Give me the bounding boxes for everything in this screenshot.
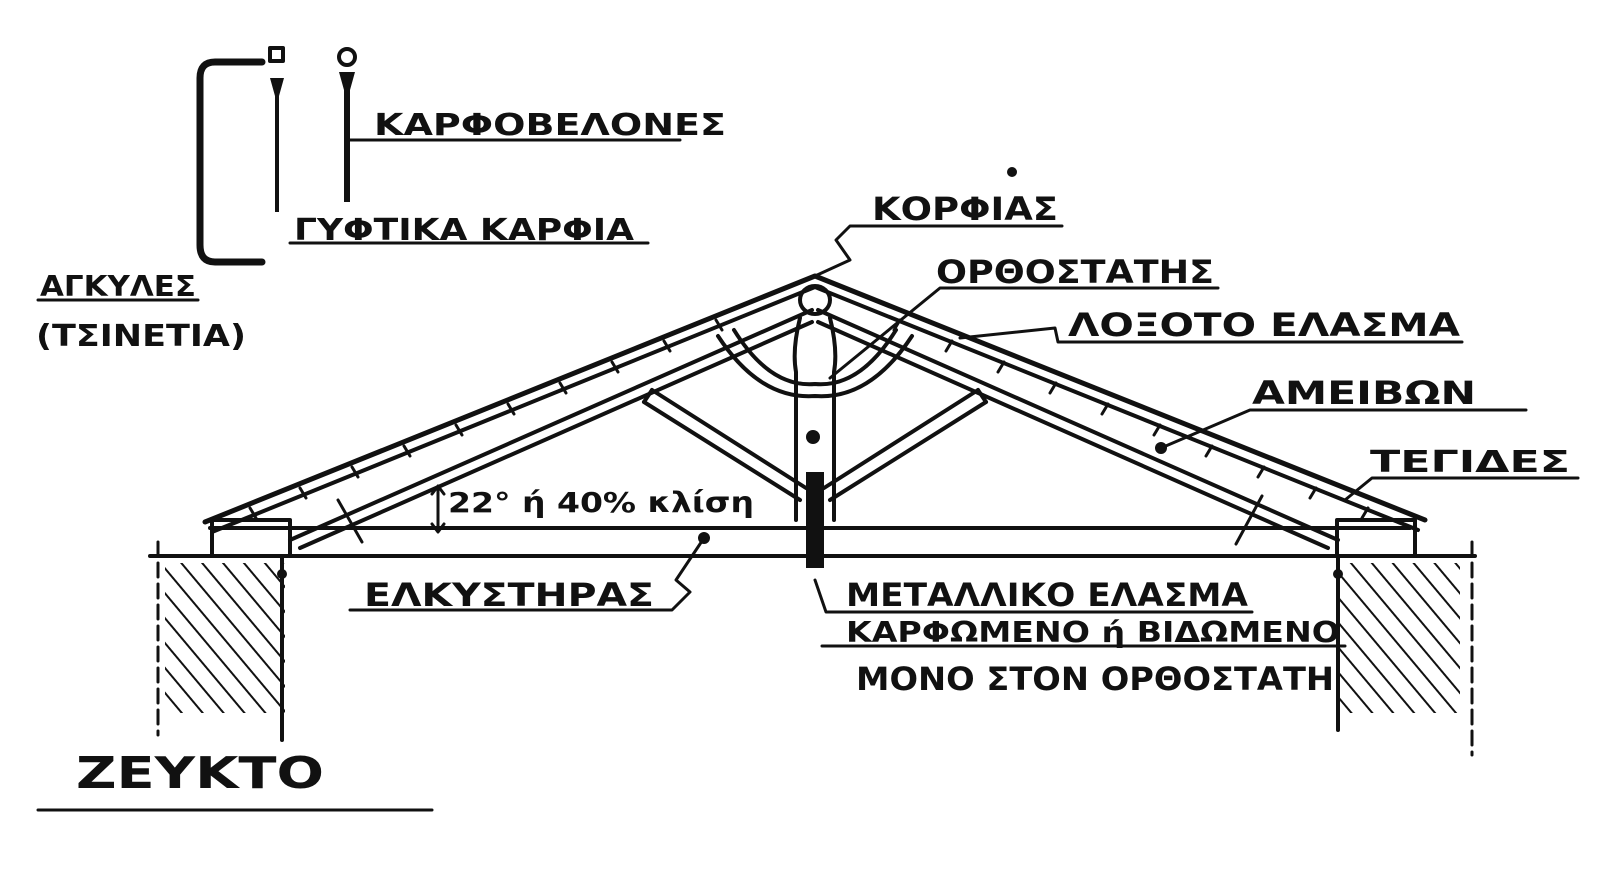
label-orthostatis: ΟΡΘΟΣΤΑΤΗΣ xyxy=(936,253,1214,291)
label-korfias: ΚΟΡΦΙΑΣ xyxy=(872,190,1058,228)
left-wall xyxy=(156,540,285,742)
nail-detail xyxy=(36,46,682,302)
square-nail-icon xyxy=(270,78,284,212)
label-zeukto: ΖΕΥΚΤΟ xyxy=(76,748,324,799)
leader-lines xyxy=(36,224,1580,812)
right-wall xyxy=(1336,540,1474,757)
round-nail-head-icon xyxy=(337,47,357,67)
label-slope: 22° ή 40% κλίση xyxy=(448,486,754,519)
curved-brace xyxy=(716,328,914,399)
label-elkystiras: ΕΛΚΥΣΤΗΡΑΣ xyxy=(364,576,654,614)
staple-icon xyxy=(196,58,266,266)
slope-dimension xyxy=(336,484,1264,546)
square-nail-head-icon xyxy=(268,46,285,63)
label-gyftika-karfia: ΓΥΦΤΙΚΑ ΚΑΡΦΙΑ xyxy=(294,213,635,248)
labels: ΚΑΡΦΟΒΕΛΟΝΕΣ ΓΥΦΤΙΚΑ ΚΑΡΦΙΑ ΑΓΚΥΛΕΣ (ΤΣΙ… xyxy=(36,108,1570,799)
label-loksoto-elasma: ΛΟΞΟΤΟ ΕΛΑΣΜΑ xyxy=(1068,306,1460,344)
label-agkyles: ΑΓΚΥΛΕΣ xyxy=(40,270,196,303)
label-tegides: ΤΕΓΙΔΕΣ xyxy=(1370,445,1570,480)
king-post xyxy=(792,284,838,568)
struts xyxy=(642,388,988,502)
round-nail-icon xyxy=(339,72,355,202)
label-mono-ston: ΜΟΝΟ ΣΤΟΝ ΟΡΘΟΣΤΑΤΗ xyxy=(856,660,1334,698)
label-karfomeno: ΚΑΡΦΩΜΕΝΟ ή ΒΙΔΩΜΕΝΟ xyxy=(846,616,1340,649)
label-tsinetia: (ΤΣΙΝΕΤΙΑ) xyxy=(36,319,246,354)
label-karfobelones: ΚΑΡΦΟΒΕΛΟΝΕΣ xyxy=(374,108,726,143)
label-ameivon: ΑΜΕΙΒΩΝ xyxy=(1252,374,1476,412)
label-metalliko-elasma: ΜΕΤΑΛΛΙΚΟ ΕΛΑΣΜΑ xyxy=(846,576,1248,614)
